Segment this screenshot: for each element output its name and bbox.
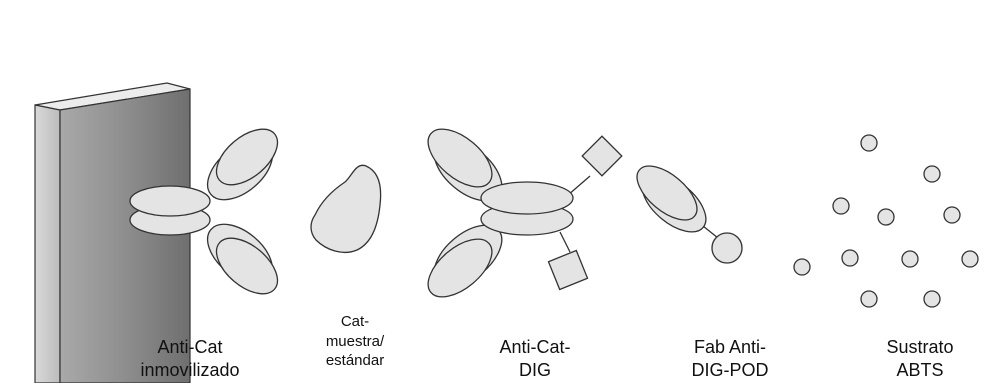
substrate-molecule-icon (924, 291, 940, 307)
substrate-molecule-icon (944, 207, 960, 223)
substrate-molecule-icon (833, 198, 849, 214)
label-substrate-abts: Sustrato ABTS (860, 336, 980, 381)
dig-hapten-square-icon (582, 136, 622, 176)
label-anti-cat-dig: Anti-Cat- DIG (470, 336, 600, 381)
fab-fragment-icon (628, 156, 718, 243)
antigen-blob-icon (311, 165, 381, 252)
substrate-molecule-icon (924, 166, 940, 182)
label-fab-anti-dig-pod: Fab Anti- DIG-POD (660, 336, 800, 381)
substrate-molecule-icon (861, 135, 877, 151)
substrate-molecules (794, 135, 978, 307)
substrate-molecule-icon (902, 251, 918, 267)
dig-hapten-square-icon (548, 250, 587, 289)
label-anti-cat-immobilized: Anti-Cat inmovilizado (120, 336, 260, 381)
substrate-molecule-icon (861, 291, 877, 307)
pod-enzyme-circle-icon (712, 233, 742, 263)
label-cat-sample-standard: Cat- muestra/ estándar (305, 312, 405, 371)
substrate-molecule-icon (794, 259, 810, 275)
substrate-molecule-icon (962, 251, 978, 267)
substrate-molecule-icon (842, 250, 858, 266)
substrate-molecule-icon (878, 209, 894, 225)
